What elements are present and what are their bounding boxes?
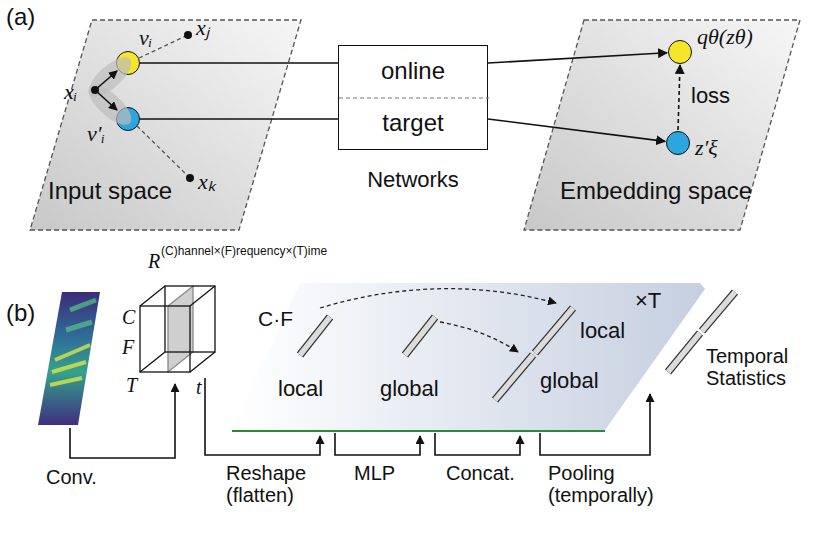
node-text: Input space — [48, 178, 172, 204]
space-region: Embedding space qθ(zθ) z′ξ — [522, 18, 802, 232]
node-text: ×T — [635, 289, 661, 313]
label: (a) — [6, 4, 35, 30]
label: (C)hannel×(F)requency×(T)ime — [161, 245, 327, 258]
node-text: global — [540, 369, 599, 393]
node-text: Embedding space — [560, 178, 752, 204]
label: xᵢ — [64, 80, 77, 104]
embedding-circle: qθ(zθ) — [668, 40, 692, 64]
node-text: C·F — [258, 307, 293, 330]
tensor-cube — [140, 286, 215, 372]
node-text: z′ξ — [695, 136, 718, 160]
embedding-circle: z′ξ — [666, 131, 690, 155]
label: Concat. — [446, 462, 515, 484]
connector — [140, 118, 338, 120]
label: t — [196, 376, 202, 398]
spectrogram — [38, 292, 100, 425]
label: C — [122, 306, 135, 328]
node-text: Networks — [339, 168, 487, 192]
node-text: v′ᵢ — [87, 122, 105, 146]
node-text: target — [339, 110, 487, 136]
label: R — [148, 250, 160, 272]
node-text: local — [580, 319, 625, 343]
node-text: online — [339, 58, 487, 84]
edge-label: loss — [691, 84, 730, 108]
node-text: vᵢ — [139, 26, 152, 50]
label: (b) — [6, 300, 35, 326]
connector — [140, 62, 338, 64]
node-text: local — [278, 377, 323, 401]
network-box: onlinetargetNetworks — [338, 45, 488, 150]
label: Temporal Statistics — [706, 345, 824, 389]
label: Pooling (temporally) — [548, 462, 673, 506]
node-text: qθ(zθ) — [697, 25, 753, 49]
label: T — [126, 374, 137, 396]
label: MLP — [354, 462, 395, 484]
label: F — [122, 336, 134, 358]
space-region: Input space vᵢ v′ᵢ — [28, 18, 303, 232]
node-text: global — [380, 377, 439, 401]
label: xⱼ — [196, 16, 210, 40]
label: Reshape (flatten) — [226, 462, 346, 506]
label: xₖ — [198, 170, 216, 194]
label: Conv. — [46, 466, 97, 488]
feature-band: C·F local global local global ×T — [230, 281, 708, 433]
